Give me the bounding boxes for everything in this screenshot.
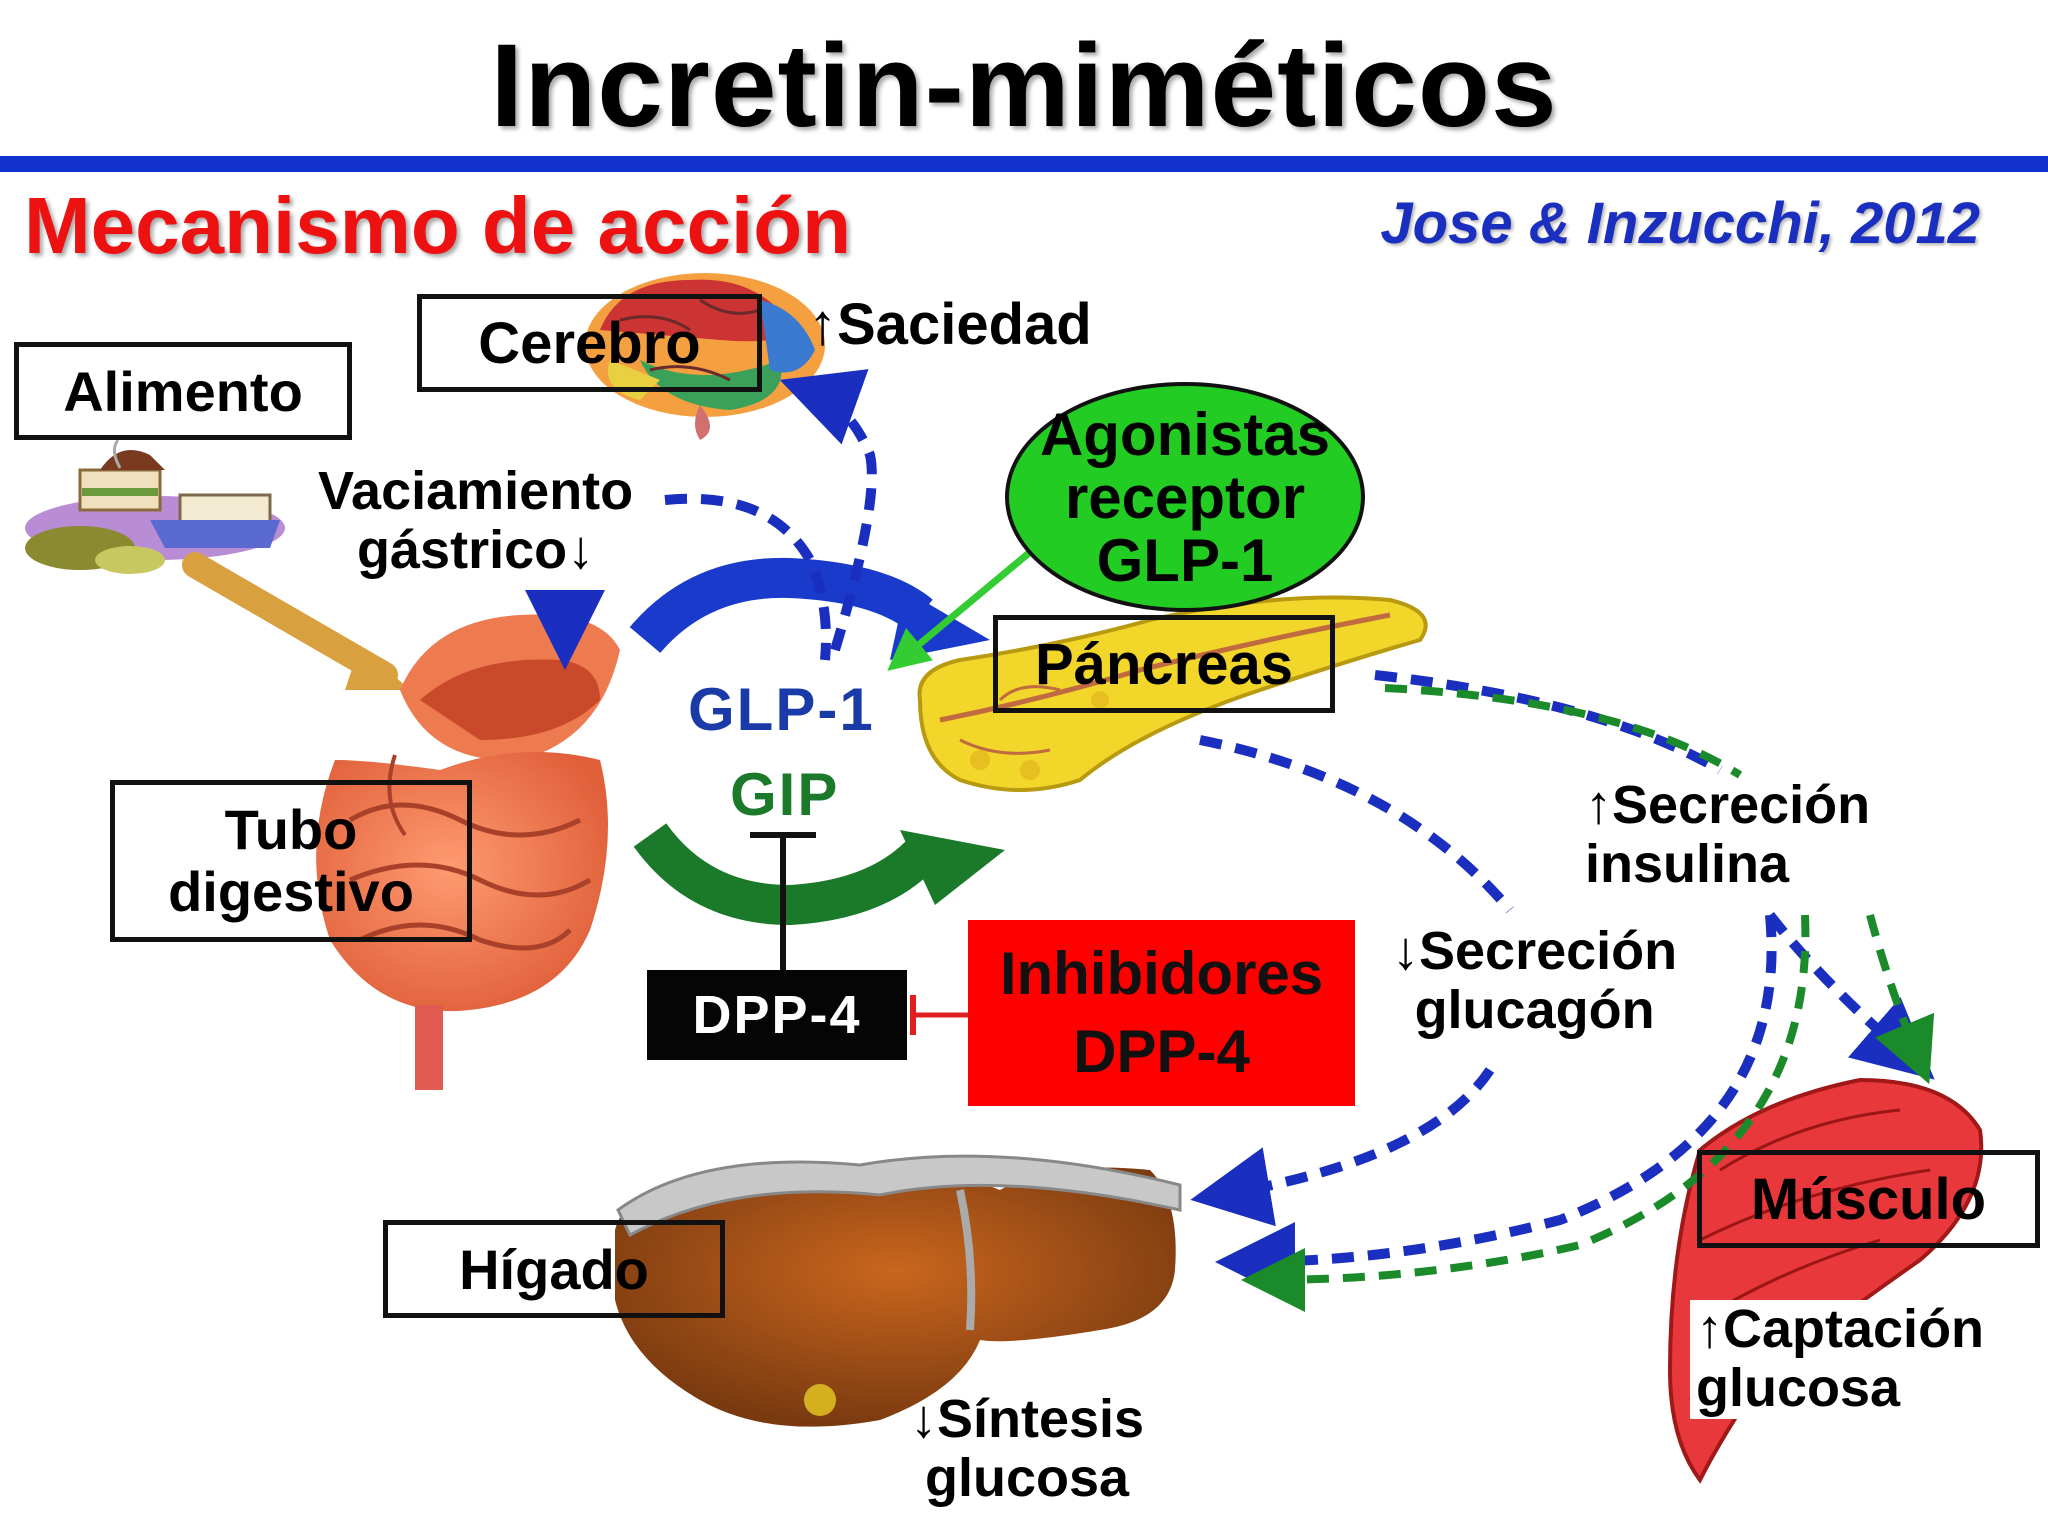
title-divider: [0, 156, 2048, 172]
dpp4-box: DPP-4: [647, 970, 907, 1060]
blue-dashed-arrows: [525, 369, 1935, 1302]
gut-label: Tubo digestivo: [110, 780, 472, 942]
glucagon-secretion-label: ↓Secreción glucagón: [1392, 921, 1678, 1041]
pancreas-illustration: [917, 595, 1428, 792]
food-label: Alimento: [14, 342, 352, 440]
pancreas-to-glucagon-arrow: [1199, 735, 1514, 914]
glucose-synthesis-line-1: ↓Síntesis: [910, 1389, 1145, 1449]
gastric-emptying-line-2: gástrico↓: [357, 520, 595, 581]
gastric-to-glp1-arrow: [664, 493, 831, 661]
liver-illustration: [615, 1154, 1182, 1427]
dpp4-inhibitors-box: Inhibidores DPP-4: [968, 920, 1355, 1106]
brain-label-text: Cerebro: [478, 310, 701, 376]
glp1-agonists-line-3: GLP-1: [1096, 526, 1274, 594]
glp1-label: GLP-1: [688, 676, 875, 743]
agonist-arrow: [887, 545, 1038, 671]
glucagon-line-1: ↓Secreción: [1392, 921, 1678, 981]
insulin-line-1: ↑Secreción: [1585, 775, 1871, 835]
brain-label: Cerebro: [417, 294, 762, 392]
green-dashed-arrows: [1241, 684, 1935, 1312]
glp1-agonists-line-1: Agonistas: [1039, 400, 1331, 468]
dpp4-box-text: DPP-4: [692, 985, 862, 1045]
dpp4-inhibitors-line-2: DPP-4: [1073, 1018, 1250, 1085]
gastric-emptying-label: Vaciamiento gástrico↓: [318, 461, 634, 581]
insulin-line-2: insulina: [1585, 834, 1790, 895]
food-illustration: [25, 439, 285, 574]
blue-cycle-arrow: [629, 557, 933, 654]
insulin-to-liver-blue-arrow: [1215, 914, 1777, 1302]
glucose-uptake-line-2: glucosa: [1696, 1358, 1901, 1419]
glucagon-to-liver-arrow: [1190, 1067, 1495, 1227]
glp1-to-brain-arrow: [779, 369, 877, 652]
food-to-gut-arrowhead: [345, 645, 410, 690]
satiety-text: ↑Saciedad: [808, 292, 1092, 357]
liver-label-text: Hígado: [459, 1237, 649, 1301]
satiety-label: ↑Saciedad: [808, 293, 1092, 357]
pancreas-label-text: Páncreas: [1035, 631, 1293, 697]
dpp4-inhibitors-line-1: Inhibidores: [999, 940, 1324, 1007]
insulin-to-muscle-arrow: [1766, 911, 1935, 1080]
slide-title: Incretin-miméticos: [490, 20, 1558, 152]
liver-label: Hígado: [383, 1220, 725, 1318]
glp1-agonists-line-2: receptor: [1064, 463, 1306, 531]
gut-label-line-2: digestivo: [168, 860, 414, 923]
insulin-secretion-label: ↑Secreción insulina: [1585, 775, 1871, 895]
glucose-uptake-label: ↑Captación glucosa: [1690, 1299, 1991, 1419]
pancreas-label: Páncreas: [993, 615, 1335, 713]
food-label-text: Alimento: [63, 359, 303, 423]
glp1-agonists-ellipse: Agonistas receptor GLP-1: [1005, 382, 1365, 612]
muscle-label: Músculo: [1697, 1150, 2040, 1248]
gip-label: GIP: [730, 761, 840, 828]
glucagon-line-2: glucagón: [1414, 980, 1655, 1041]
insulin-to-liver-green-arrow: [1241, 914, 1810, 1312]
glucose-uptake-line-1: ↑Captación: [1696, 1299, 1985, 1359]
glucose-synthesis-label: ↓Síntesis glucosa: [910, 1389, 1145, 1509]
gastric-emptying-line-1: Vaciamiento: [318, 461, 634, 521]
gut-label-line-1: Tubo: [224, 798, 358, 862]
green-cycle-arrow: [633, 823, 940, 926]
muscle-label-text: Músculo: [1750, 1166, 1987, 1232]
food-to-gut-arrow: [182, 552, 398, 688]
pancreas-to-insulin-green-arrow: [1384, 684, 1743, 779]
glucose-synthesis-line-2: glucosa: [925, 1448, 1130, 1509]
insulin-to-muscle-green-arrow: [1866, 913, 1935, 1085]
gut-illustration: [316, 614, 620, 1090]
citation: Jose & Inzucchi, 2012: [1380, 191, 1980, 256]
green-cycle-arrowhead: [900, 830, 1005, 905]
muscle-illustration: [1667, 1077, 1984, 1484]
slide-subtitle: Mecanismo de acción: [24, 181, 851, 270]
